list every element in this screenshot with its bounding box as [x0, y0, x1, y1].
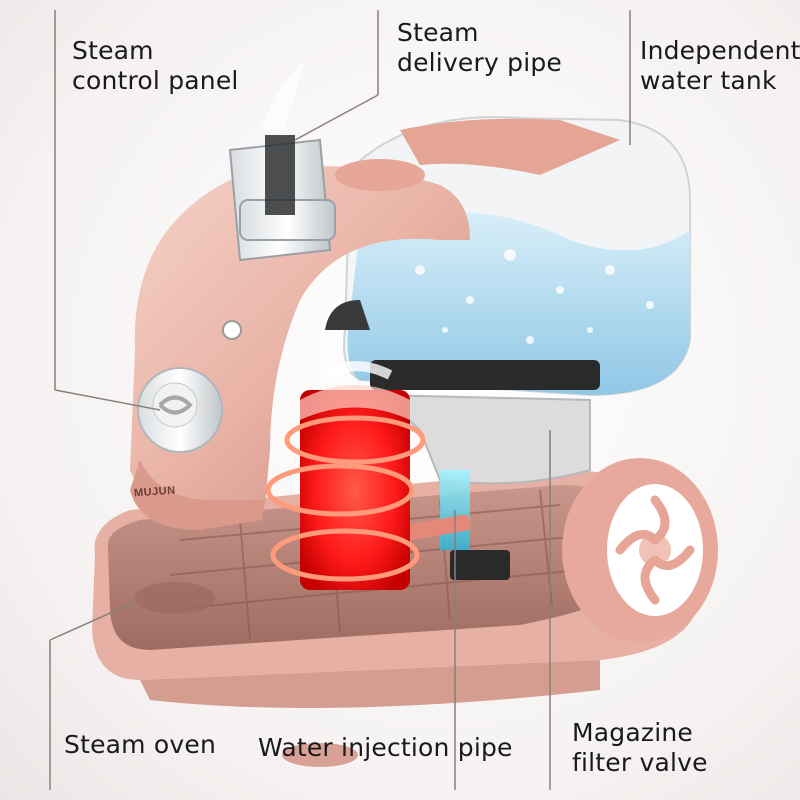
label-steam-delivery-pipe: Steam delivery pipe: [397, 18, 563, 77]
control-knob-icon: [137, 320, 242, 453]
label-magazine-filter-valve: Magazine filter valve: [572, 718, 708, 777]
heating-coil-icon: [265, 300, 426, 590]
label-steam-control-panel: Steam control panel: [72, 36, 239, 95]
leader-lines: [49, 10, 631, 790]
label-steam-oven: Steam oven: [64, 730, 216, 759]
wheel-icon: [562, 458, 718, 642]
steam-nozzle-icon: [228, 60, 336, 262]
label-water-injection-pipe: Water injection pipe: [258, 733, 513, 762]
label-independent-water-tank: Independent water tank: [640, 36, 800, 95]
